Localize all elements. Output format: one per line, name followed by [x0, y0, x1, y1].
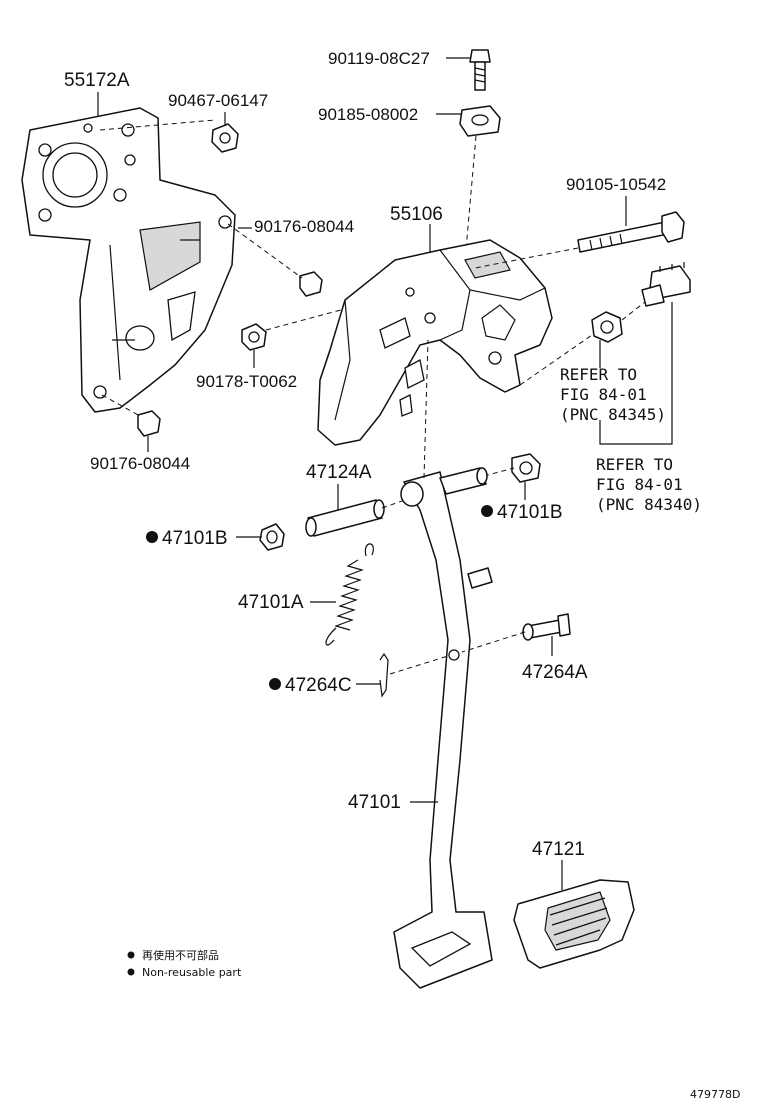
label-55172a: 55172A: [64, 70, 130, 91]
refer-1-line1: REFER TO: [560, 365, 637, 384]
non-reusable-marker-left-icon: [146, 531, 158, 543]
refer-1-line3: (PNC 84345): [560, 405, 666, 424]
non-reusable-marker-right-icon: [481, 505, 493, 517]
legend-jp: 再使用不可部品: [142, 948, 219, 962]
bushing-47101b-left-icon: [259, 523, 285, 551]
clip-icon: [591, 311, 623, 343]
nut-90178-icon: [241, 323, 267, 351]
refer-2-line3: (PNC 84340): [596, 495, 702, 514]
nut-90467-icon: [211, 123, 239, 153]
legend-marker-en-icon: [127, 968, 135, 976]
label-47264c: 47264C: [285, 675, 352, 696]
refer-2-line2: FIG 84-01: [596, 475, 683, 494]
bolt-90105-icon: [577, 211, 685, 253]
bolt-90119-icon: [469, 49, 491, 91]
label-47101: 47101: [348, 792, 401, 813]
label-90176-08044-lower: 90176-08044: [90, 454, 190, 473]
support-55106-drawing: [317, 239, 553, 446]
label-90119-08c27: 90119-08C27: [328, 49, 430, 68]
pad-47121-drawing: [513, 879, 635, 969]
bracket-55172a-drawing: [21, 107, 236, 413]
non-reusable-marker-clip-icon: [269, 678, 281, 690]
label-55106: 55106: [390, 204, 443, 225]
label-47124a: 47124A: [306, 462, 372, 483]
collar-47124a-icon: [305, 499, 385, 537]
legend-marker-jp-icon: [127, 951, 135, 959]
label-47264a: 47264A: [522, 662, 588, 683]
label-90176-08044-upper: 90176-08044: [254, 217, 354, 236]
nut-90185-icon: [459, 105, 501, 137]
label-90105-10542: 90105-10542: [566, 175, 666, 194]
label-47101b-right: 47101B: [497, 502, 563, 523]
label-47121: 47121: [532, 839, 585, 860]
pin-47264a-icon: [522, 613, 571, 641]
label-90185-08002: 90185-08002: [318, 105, 418, 124]
label-90178-t0062: 90178-T0062: [196, 372, 297, 391]
spring-47101a-icon: [325, 543, 374, 646]
refer-1-line2: FIG 84-01: [560, 385, 647, 404]
drawing-number: 479778D: [690, 1088, 740, 1101]
clip-47264c-icon: [379, 652, 389, 698]
label-90467-06147: 90467-06147: [168, 91, 268, 110]
nut-90176-upper-icon: [299, 271, 323, 297]
label-47101b-left: 47101B: [162, 528, 228, 549]
label-47101a: 47101A: [238, 592, 304, 613]
bushing-47101b-right-icon: [511, 453, 541, 483]
nut-90176-lower-icon: [137, 410, 161, 437]
refer-2-line1: REFER TO: [596, 455, 673, 474]
pedal-47101-drawing: [393, 467, 493, 989]
legend-en: Non-reusable part: [142, 966, 242, 979]
switch-icon: [641, 262, 691, 307]
